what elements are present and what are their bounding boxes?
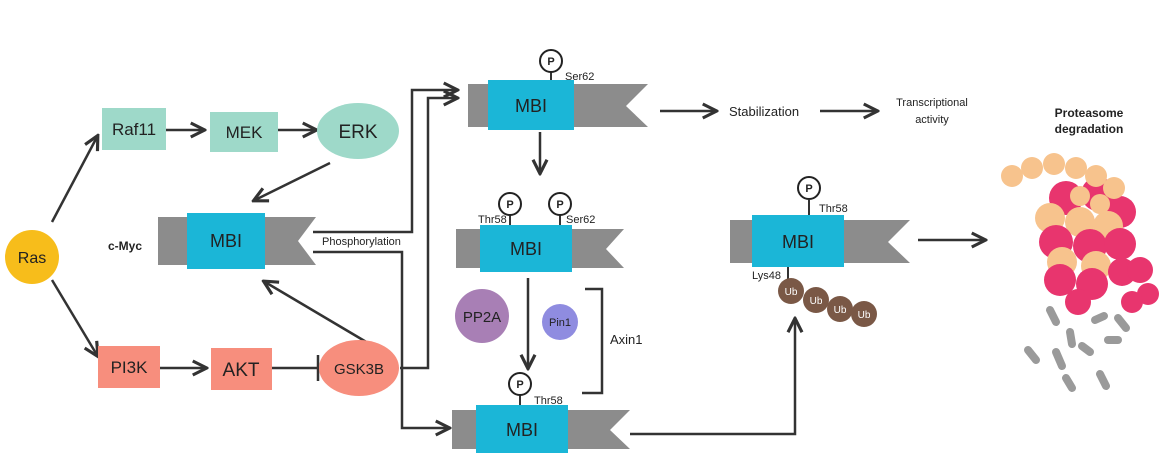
arrow-gsk3b-to-cmyc: [265, 282, 369, 345]
arrow-erk-to-cmyc: [255, 161, 331, 200]
proteasome-label-2: degradation: [1055, 122, 1124, 136]
ubiquitinated-mbi-label: MBI: [782, 232, 814, 252]
arrow-ras-to-raf: [50, 137, 97, 223]
arrow-ras-to-pi3k: [50, 279, 97, 355]
double-p-protein: MBI P P Thr58 Ser62: [456, 192, 624, 272]
ub-label-4: Ub: [858, 310, 871, 321]
double-p-p2-label: P: [556, 199, 563, 211]
transcriptional-label-2: activity: [915, 114, 949, 126]
pin1-label: Pin1: [549, 317, 571, 329]
ub-label-2: Ub: [810, 296, 823, 307]
ser62-protein: MBI P Ser62: [468, 49, 648, 130]
stabilization-label: Stabilization: [729, 104, 799, 119]
akt-node: AKT: [211, 348, 272, 390]
ub-label-3: Ub: [834, 305, 847, 316]
gsk3b-label: GSK3B: [334, 361, 384, 378]
erk-node: ERK: [317, 103, 399, 159]
erk-label: ERK: [338, 122, 377, 143]
lys48-label: Lys48: [752, 270, 781, 282]
double-p-mbi-label: MBI: [510, 239, 542, 259]
thr58-site-label: Thr58: [534, 395, 563, 407]
mek-node: MEK: [210, 112, 278, 152]
ubiquitin-chain: Ub Ub Ub Ub: [778, 267, 877, 327]
ser62-site-label: Ser62: [565, 71, 594, 83]
ser62-mbi-label: MBI: [515, 96, 547, 116]
akt-label: AKT: [223, 360, 260, 381]
arrow-thr58-to-ubiquitination: [630, 320, 795, 436]
proteasome-label-1: Proteasome: [1055, 106, 1124, 120]
arrow-cmyc-to-thr58-mbi: [313, 250, 448, 428]
proteasome-illustration: [1001, 153, 1159, 315]
pp2a-label: PP2A: [463, 309, 501, 326]
thr58-protein: MBI P Thr58: [452, 372, 630, 453]
transcriptional-label-1: Transcriptional: [896, 97, 968, 109]
thr58-p-label: P: [516, 379, 523, 391]
phosphorylation-label: Phosphorylation: [322, 236, 401, 248]
double-p-ser62-label: Ser62: [566, 214, 595, 226]
ras-node: Ras: [5, 230, 59, 284]
double-p-p1-label: P: [506, 199, 513, 211]
raf-node: Raf11: [102, 108, 166, 150]
pp2a-node: PP2A: [455, 289, 509, 343]
pi3k-node: PI3K: [98, 346, 160, 388]
gsk3b-node: GSK3B: [319, 340, 399, 396]
arrow-cmyc-to-ser62-mbi: [313, 90, 456, 234]
cmyc-protein: MBI: [158, 213, 316, 269]
pin1-node: Pin1: [542, 304, 578, 340]
raf-label: Raf11: [112, 120, 156, 139]
connectors: [50, 90, 984, 436]
cmyc-label: c-Myc: [108, 239, 142, 253]
cmyc-mbi-label: MBI: [210, 231, 242, 251]
ubiquitinated-protein: MBI P Thr58 Lys48: [730, 176, 910, 282]
arrow-gsk3b-to-ser62-mbi: [400, 98, 456, 370]
thr58-mbi-label: MBI: [506, 420, 538, 440]
double-p-thr58-label: Thr58: [478, 214, 507, 226]
peptide-fragments: [1024, 306, 1130, 392]
ubiquitinated-thr58-label: Thr58: [819, 203, 848, 215]
ras-label: Ras: [18, 250, 46, 267]
ub-label-1: Ub: [785, 287, 798, 298]
axin1-label: Axin1: [610, 332, 643, 347]
axin1-bracket: [582, 287, 604, 395]
mek-label: MEK: [226, 123, 264, 142]
ser62-p-label: P: [547, 56, 554, 68]
pi3k-label: PI3K: [111, 358, 149, 377]
ubiquitinated-p-label: P: [805, 183, 812, 195]
